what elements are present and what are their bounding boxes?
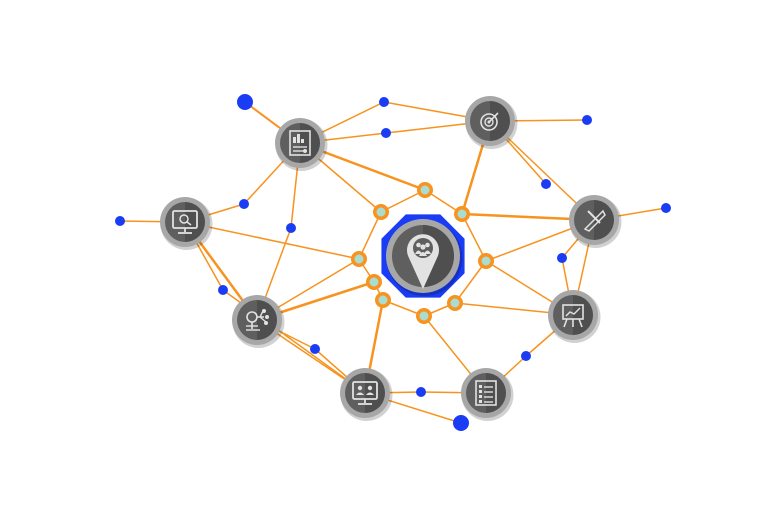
blue-dot-node	[286, 223, 296, 233]
blue-dot-node	[239, 199, 249, 209]
blue-dot-node	[557, 253, 567, 263]
blue-dot-node	[582, 115, 592, 125]
lightbulb-branches-icon	[246, 309, 269, 331]
report-document-icon	[289, 130, 311, 156]
orange-ring-node	[478, 253, 494, 269]
icon-nodes	[160, 96, 622, 421]
blue-dot-node	[661, 203, 671, 213]
blue-dot-nodes	[115, 94, 671, 431]
blue-dot-node	[416, 387, 426, 397]
monitor-search-icon	[172, 210, 198, 234]
checklist-icon	[475, 380, 497, 406]
connection-line	[461, 213, 487, 262]
monitor-search-node	[160, 197, 213, 250]
orange-ring-nodes	[351, 182, 494, 324]
orange-ring-node	[366, 274, 382, 290]
orange-ring-node	[351, 251, 367, 267]
ruler-pencil-icon	[583, 209, 606, 232]
blue-dot-node	[379, 97, 389, 107]
checklist-node	[461, 368, 514, 421]
hub-node	[381, 214, 465, 298]
connection-line	[380, 189, 426, 213]
orange-ring-node	[375, 292, 391, 308]
orange-ring-node	[447, 295, 463, 311]
target-icon	[480, 112, 499, 131]
blue-dot-node	[521, 351, 531, 361]
orange-ring-node	[454, 206, 470, 222]
presentation-node	[548, 290, 601, 343]
blue-dot-node	[115, 216, 125, 226]
blue-dot-node	[541, 179, 551, 189]
blue-dot-node	[237, 94, 253, 110]
presentation-board-icon	[562, 304, 584, 328]
location-pin-group-icon	[407, 234, 439, 289]
orange-ring-node	[417, 182, 433, 198]
orange-ring-node	[416, 308, 432, 324]
monitor-team-icon	[352, 381, 378, 405]
idea-bulb-node	[232, 295, 285, 348]
blue-dot-node	[310, 344, 320, 354]
orange-ring-node	[373, 204, 389, 220]
monitor-team-node	[340, 368, 393, 421]
blue-dot-node	[453, 415, 469, 431]
target-node	[465, 96, 518, 149]
connection-line	[454, 260, 487, 304]
report-node	[275, 118, 328, 171]
blue-dot-node	[381, 128, 391, 138]
blue-dot-node	[218, 285, 228, 295]
ruler-pencil-node	[569, 195, 622, 248]
connection-line	[358, 211, 382, 260]
connection-line	[184, 221, 360, 260]
